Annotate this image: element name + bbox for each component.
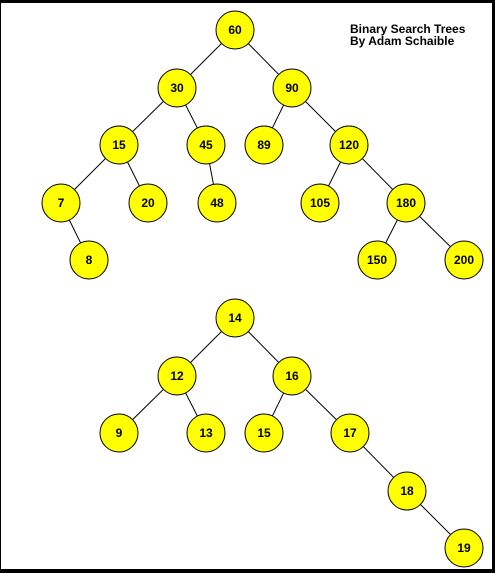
- tree-1-node-15: 15: [99, 125, 139, 165]
- node-circle: [386, 183, 426, 223]
- node-circle: [186, 413, 226, 453]
- node-circle: [272, 68, 312, 108]
- nodes-layer: 60 30 90 15 45 89 120 7 20 48 105 180 8 150 200 14 12 16 9…: [41, 10, 484, 568]
- tree-1-node-30: 30: [157, 68, 197, 108]
- tree-1-node-120: 120: [329, 125, 369, 165]
- tree-1-node-200: 200: [444, 240, 484, 280]
- tree-2-node-15: 15: [244, 413, 284, 453]
- tree-1-node-7: 7: [41, 183, 81, 223]
- tree-2-node-17: 17: [330, 413, 370, 453]
- node-circle: [387, 471, 427, 511]
- node-circle: [41, 183, 81, 223]
- node-circle: [99, 413, 139, 453]
- tree-2-node-12: 12: [157, 356, 197, 396]
- node-label: 45: [199, 138, 213, 152]
- node-circle: [157, 68, 197, 108]
- node-label: 20: [141, 196, 155, 210]
- tree-1-node-150: 150: [357, 240, 397, 280]
- tree-1-node-48: 48: [197, 183, 237, 223]
- node-circle: [244, 125, 284, 165]
- node-label: 8: [86, 253, 93, 267]
- tree-1-node-90: 90: [272, 68, 312, 108]
- node-circle: [186, 125, 226, 165]
- tree-2-node-14: 14: [215, 298, 255, 338]
- node-circle: [330, 413, 370, 453]
- node-circle: [128, 183, 168, 223]
- tree-2-node-18: 18: [387, 471, 427, 511]
- node-circle: [215, 298, 255, 338]
- tree-1-node-105: 105: [300, 183, 340, 223]
- node-circle: [69, 240, 109, 280]
- node-label: 17: [343, 426, 357, 440]
- node-label: 12: [170, 369, 184, 383]
- edges-layer: [60, 29, 465, 549]
- tree-2-node-13: 13: [186, 413, 226, 453]
- node-label: 120: [339, 138, 359, 152]
- node-circle: [215, 10, 255, 50]
- tree-1-node-8: 8: [69, 240, 109, 280]
- node-label: 150: [367, 253, 387, 267]
- node-label: 48: [210, 196, 224, 210]
- diagram-title: Binary Search Trees: [350, 22, 466, 36]
- node-circle: [357, 240, 397, 280]
- tree-2-node-19: 19: [444, 528, 484, 568]
- node-label: 60: [228, 23, 242, 37]
- node-label: 18: [400, 484, 414, 498]
- node-label: 15: [257, 426, 271, 440]
- node-label: 14: [228, 311, 242, 325]
- node-label: 13: [199, 426, 213, 440]
- node-label: 7: [58, 196, 65, 210]
- node-circle: [197, 183, 237, 223]
- diagram-author: By Adam Schaible: [350, 34, 455, 48]
- node-circle: [444, 240, 484, 280]
- node-circle: [99, 125, 139, 165]
- node-circle: [272, 356, 312, 396]
- node-label: 200: [454, 253, 474, 267]
- tree-1-node-20: 20: [128, 183, 168, 223]
- node-label: 9: [116, 426, 123, 440]
- node-circle: [244, 413, 284, 453]
- node-circle: [329, 125, 369, 165]
- tree-1-node-45: 45: [186, 125, 226, 165]
- node-circle: [300, 183, 340, 223]
- node-label: 16: [285, 369, 299, 383]
- tree-1-node-180: 180: [386, 183, 426, 223]
- node-label: 30: [170, 81, 184, 95]
- node-label: 15: [112, 138, 126, 152]
- node-circle: [444, 528, 484, 568]
- node-label: 105: [310, 196, 330, 210]
- tree-2-node-16: 16: [272, 356, 312, 396]
- node-label: 19: [457, 541, 471, 555]
- tree-2-node-9: 9: [99, 413, 139, 453]
- node-circle: [157, 356, 197, 396]
- tree-1-node-60: 60: [215, 10, 255, 50]
- node-label: 90: [285, 81, 299, 95]
- node-label: 180: [396, 196, 416, 210]
- tree-1-node-89: 89: [244, 125, 284, 165]
- node-label: 89: [257, 138, 271, 152]
